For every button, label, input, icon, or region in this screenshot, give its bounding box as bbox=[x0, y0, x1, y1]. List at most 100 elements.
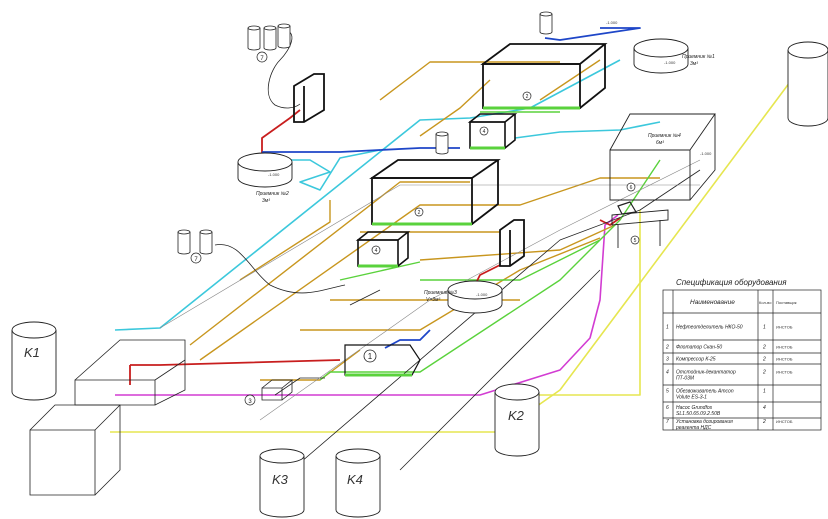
flotator-large-1 bbox=[480, 43, 608, 110]
receiver-2-name: Приемник №2 bbox=[256, 191, 289, 197]
spec-row-number: 1 bbox=[666, 325, 669, 331]
green-pipes bbox=[319, 111, 661, 381]
spec-row-name: Насос Grundfos bbox=[676, 405, 713, 411]
cyan-pipe-2 bbox=[290, 149, 381, 191]
receiver-1-name: Приемник №1 bbox=[682, 54, 715, 60]
spec-row-name: Флотатор Скан-50 bbox=[676, 345, 722, 351]
receiver-4-box bbox=[609, 113, 716, 201]
compressor-small bbox=[261, 379, 294, 401]
spec-row-name: Установка дозирования bbox=[676, 419, 733, 425]
small-bottle-mid bbox=[435, 131, 449, 155]
spec-col-qty: Кол-во bbox=[759, 300, 772, 305]
level-mark-1: -1.000 bbox=[606, 20, 618, 25]
flotator-large-2 bbox=[369, 159, 501, 226]
tank-k1 bbox=[11, 321, 57, 401]
cylinder-receiver-3 bbox=[447, 280, 503, 314]
svg-text:1: 1 bbox=[368, 352, 373, 361]
spec-row-name: ПТ-03М bbox=[676, 376, 695, 382]
receiver-1-volume: 3м³ bbox=[690, 61, 698, 67]
spec-row-number: 3 bbox=[666, 357, 669, 363]
level-mark-5: -1.000 bbox=[664, 60, 676, 65]
spec-table: Спецификация оборудования Наименование К… bbox=[662, 278, 822, 431]
marker-7-upper: 7 bbox=[256, 51, 268, 63]
svg-text:7: 7 bbox=[194, 257, 198, 263]
spec-row-name: реагента НДС bbox=[675, 425, 712, 431]
receiver-4-name: Приемник №4 bbox=[648, 133, 681, 139]
svg-text:4: 4 bbox=[483, 129, 486, 135]
spec-row-number: 4 bbox=[666, 370, 669, 376]
svg-text:5: 5 bbox=[634, 238, 637, 244]
spec-row-number: 6 bbox=[666, 405, 669, 411]
spec-row-number: 5 bbox=[666, 389, 669, 395]
marker-6: 6 bbox=[626, 182, 636, 192]
cylinder-receiver-1 bbox=[633, 38, 689, 74]
hose-lines bbox=[214, 29, 701, 481]
tank-k4 bbox=[335, 448, 381, 518]
spec-row-qty: 1 bbox=[763, 389, 766, 395]
cylinder-receiver-2 bbox=[237, 152, 293, 188]
marker-2b: 2 bbox=[414, 207, 424, 217]
level-mark-4: -1.000 bbox=[700, 151, 712, 156]
compressor-box-lower bbox=[355, 231, 411, 268]
tank-k4-label: K4 bbox=[347, 472, 363, 487]
yellow-pipe-2 bbox=[520, 210, 641, 396]
svg-text:6: 6 bbox=[630, 185, 633, 191]
spec-row-name: Нефтеотделитель НКО-50 bbox=[676, 325, 743, 331]
compressor-box-upper bbox=[467, 113, 518, 150]
spec-row-supplier: ИНСТОБ bbox=[776, 325, 793, 330]
ochre-pipes bbox=[189, 59, 660, 381]
spec-row-qty: 2 bbox=[762, 370, 766, 376]
pipe-network bbox=[110, 27, 791, 481]
spec-row-qty: 2 bbox=[762, 345, 766, 351]
spec-col-name: Наименование bbox=[690, 299, 735, 306]
svg-text:3: 3 bbox=[248, 399, 252, 405]
tank-k1-label: K1 bbox=[24, 345, 40, 360]
spec-row-qty: 2 bbox=[762, 419, 766, 425]
spec-row-supplier: ИНСТОБ bbox=[776, 419, 793, 424]
receiver-3-name: Приемник №3 bbox=[424, 290, 457, 296]
spec-row-qty: 4 bbox=[763, 405, 766, 411]
marker-4-upper: 4 bbox=[479, 126, 489, 136]
spec-row-name: Volute ES-3-1 bbox=[676, 395, 707, 401]
marker-3: 3 bbox=[244, 394, 256, 406]
dosing-panel-upper bbox=[293, 73, 325, 123]
cylinder-far-right bbox=[787, 41, 828, 127]
marker-1: 1 bbox=[363, 349, 377, 363]
receiver-3-volume: V=3м³ bbox=[426, 297, 440, 303]
spec-row-name: Компрессор К-25 bbox=[676, 357, 716, 363]
marker-4-lower: 4 bbox=[371, 245, 381, 255]
level-mark-2: -1.000 bbox=[268, 172, 280, 177]
spec-row-supplier: ИНСТОБ bbox=[776, 357, 793, 362]
small-bottle-top bbox=[539, 11, 553, 35]
svg-text:2: 2 bbox=[418, 210, 421, 216]
spec-col-supplier: Поставщик bbox=[776, 300, 797, 305]
level-mark-3: -1.000 bbox=[476, 292, 488, 297]
reagent-bottles-lower bbox=[177, 229, 213, 255]
spec-row-supplier: ИНСТОБ bbox=[776, 370, 793, 375]
receiver-4-volume: 6м³ bbox=[656, 140, 664, 146]
dosing-panel-lower bbox=[499, 219, 525, 267]
receiver-2-volume: 3м³ bbox=[262, 198, 270, 204]
marker-2: 2 bbox=[522, 91, 532, 101]
spec-row-number: 2 bbox=[665, 345, 669, 351]
spec-row-name: Отстойник-декантатор bbox=[676, 369, 736, 376]
tank-k2-label: K2 bbox=[508, 408, 525, 423]
spec-row-qty: 2 bbox=[762, 357, 766, 363]
svg-text:7: 7 bbox=[260, 56, 264, 62]
cyan-pipe-3 bbox=[514, 121, 661, 139]
svg-text:4: 4 bbox=[375, 248, 378, 254]
marker-5: 5 bbox=[630, 235, 640, 245]
reagent-bottles-upper bbox=[247, 23, 291, 51]
oil-separator bbox=[344, 344, 421, 377]
decanter-unit bbox=[611, 201, 669, 248]
magenta-pipe bbox=[115, 214, 619, 396]
tank-k3-label: K3 bbox=[272, 472, 289, 487]
lower-left-tanks bbox=[29, 339, 186, 496]
svg-text:2: 2 bbox=[526, 94, 529, 100]
cyan-pipe bbox=[114, 59, 621, 331]
spec-row-supplier: ИНСТОБ bbox=[776, 345, 793, 350]
tank-k3 bbox=[259, 448, 305, 518]
spec-row-qty: 1 bbox=[763, 325, 766, 331]
